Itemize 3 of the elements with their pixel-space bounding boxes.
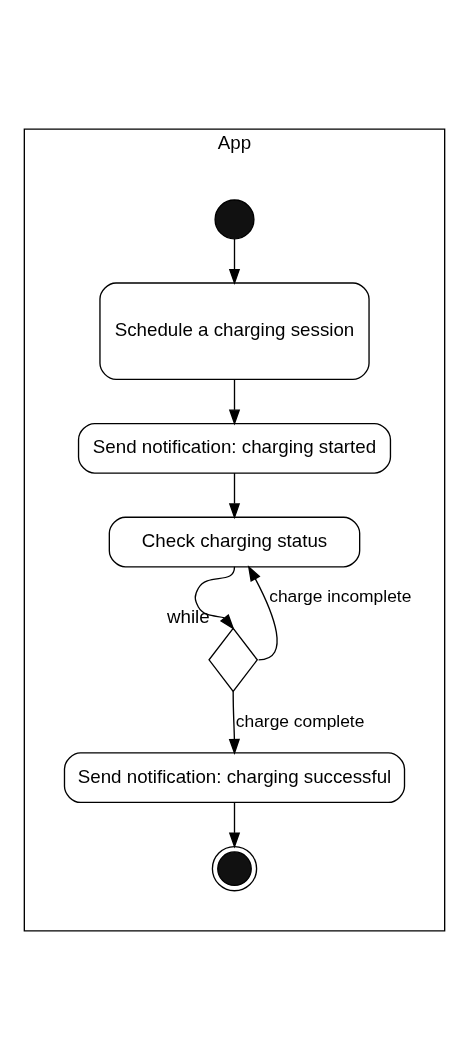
edge-label: charge incomplete	[269, 585, 412, 606]
node-label: while	[166, 605, 210, 627]
edge-label: charge complete	[235, 710, 365, 731]
